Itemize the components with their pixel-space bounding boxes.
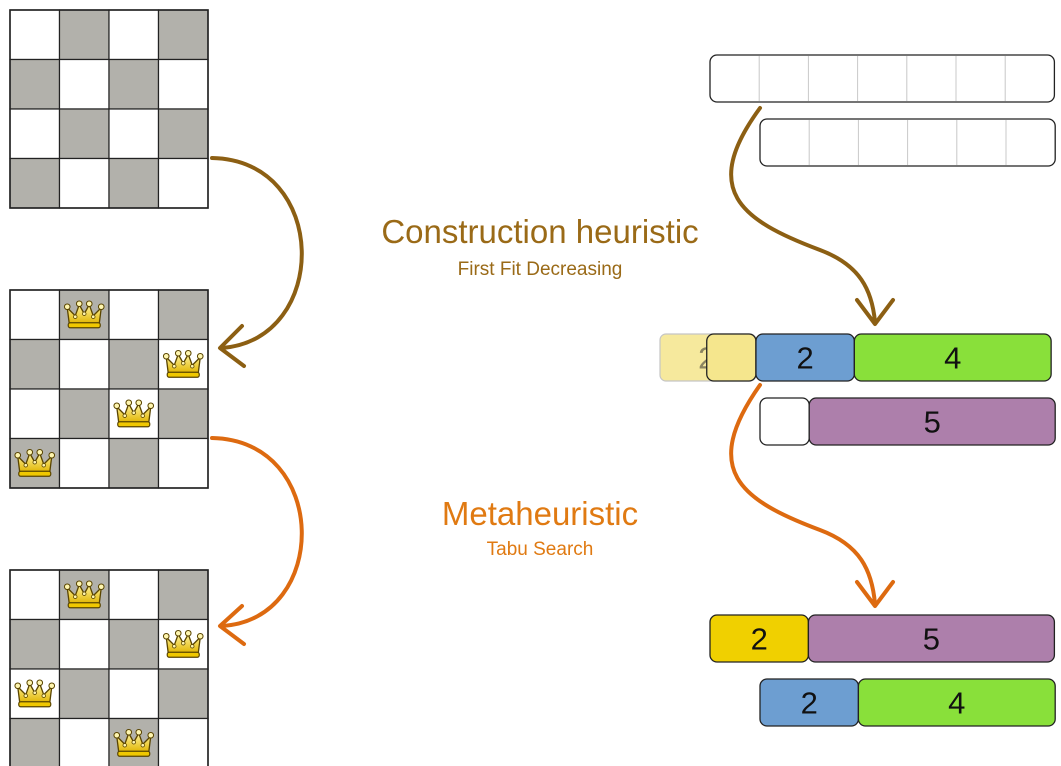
lesson-label: 4 bbox=[944, 341, 961, 376]
board-square bbox=[108, 437, 160, 489]
board-square bbox=[9, 108, 61, 160]
board-square bbox=[58, 717, 110, 766]
chessboard-improved-solution bbox=[9, 569, 209, 766]
arrows bbox=[210, 106, 895, 646]
board-square bbox=[157, 668, 209, 720]
board-square bbox=[58, 58, 110, 110]
board-square bbox=[58, 668, 110, 720]
board-square bbox=[157, 569, 209, 621]
board-square bbox=[157, 437, 209, 489]
board-square bbox=[108, 338, 160, 390]
crown-queen-icon bbox=[162, 349, 204, 378]
chessboard-initial-solution bbox=[9, 289, 209, 489]
schedule-empty-rows bbox=[709, 54, 1056, 167]
lesson-block bbox=[853, 333, 1052, 382]
board-square bbox=[58, 437, 110, 489]
board-square bbox=[9, 58, 61, 110]
metaheuristic-subtitle: Tabu Search bbox=[486, 539, 594, 560]
crown-queen-icon bbox=[63, 300, 105, 329]
board-square bbox=[108, 289, 160, 341]
schedule-row: 5 bbox=[759, 397, 1056, 446]
crown-queen-icon bbox=[162, 629, 204, 658]
board-square bbox=[108, 58, 160, 110]
schedule-row: 224 bbox=[659, 333, 1052, 382]
lesson-label: 5 bbox=[923, 622, 940, 657]
board-square bbox=[9, 618, 61, 670]
crown-queen-icon bbox=[63, 580, 105, 609]
construction-heuristic-subtitle: First Fit Decreasing bbox=[457, 259, 623, 280]
board-square bbox=[157, 388, 209, 440]
meta-schedule-arrow bbox=[729, 383, 895, 608]
board-square bbox=[9, 569, 61, 621]
board-square bbox=[157, 108, 209, 160]
board-square bbox=[108, 569, 160, 621]
crown-queen-icon bbox=[14, 448, 56, 477]
lesson-block bbox=[709, 54, 1056, 103]
board-square bbox=[58, 618, 110, 670]
board-square bbox=[58, 9, 110, 61]
meta-board-arrow bbox=[210, 436, 304, 646]
construction-schedule-arrow bbox=[729, 106, 895, 326]
lesson-label: 2 bbox=[751, 622, 768, 657]
board-square bbox=[108, 618, 160, 670]
crown-queen-icon bbox=[113, 399, 155, 428]
board-square bbox=[157, 9, 209, 61]
crown-queen-icon bbox=[14, 679, 56, 708]
schedule-rows: 22452524 bbox=[659, 54, 1056, 727]
board-square bbox=[9, 157, 61, 209]
board-square bbox=[58, 388, 110, 440]
board-square bbox=[108, 668, 160, 720]
board-square bbox=[108, 157, 160, 209]
construction-board-arrow bbox=[210, 156, 304, 368]
board-square bbox=[58, 108, 110, 160]
lesson-block bbox=[857, 678, 1056, 727]
board-square bbox=[157, 157, 209, 209]
lesson-block bbox=[759, 397, 810, 446]
board-square bbox=[58, 157, 110, 209]
schedule-construction-result: 2245 bbox=[659, 333, 1056, 446]
metaheuristic-title: Metaheuristic bbox=[441, 495, 639, 532]
schedule-row bbox=[709, 54, 1056, 103]
board-square bbox=[9, 289, 61, 341]
lesson-block bbox=[706, 333, 757, 382]
lesson-label: 2 bbox=[801, 686, 818, 721]
lesson-block bbox=[807, 614, 1056, 663]
board-square bbox=[9, 9, 61, 61]
board-square bbox=[157, 289, 209, 341]
construction-heuristic-title: Construction heuristic bbox=[381, 213, 699, 250]
board-square bbox=[108, 9, 160, 61]
lesson-label: 5 bbox=[924, 405, 941, 440]
schedule-row bbox=[759, 118, 1056, 167]
board-square bbox=[157, 58, 209, 110]
board-square bbox=[9, 388, 61, 440]
chessboards bbox=[9, 9, 209, 766]
board-square bbox=[108, 108, 160, 160]
lesson-block bbox=[808, 397, 1056, 446]
board-square bbox=[9, 717, 61, 766]
board-square bbox=[58, 338, 110, 390]
board-square bbox=[9, 338, 61, 390]
lesson-label: 4 bbox=[948, 686, 965, 721]
board-square bbox=[157, 717, 209, 766]
crown-queen-icon bbox=[113, 728, 155, 757]
chessboard-empty bbox=[9, 9, 209, 209]
lesson-label: 2 bbox=[797, 341, 814, 376]
